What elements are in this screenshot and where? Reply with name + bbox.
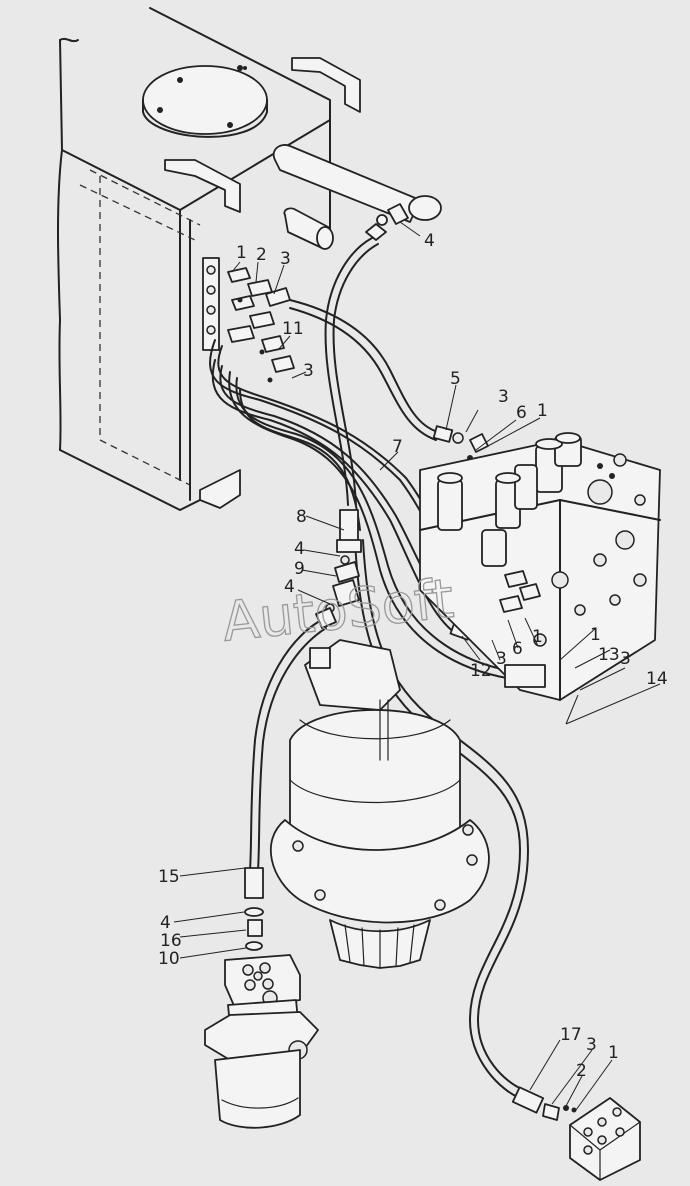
callout-6: 6 [516,403,527,423]
callout-9: 9 [294,559,305,579]
callout-17: 17 [560,1025,582,1045]
callout-1: 1 [537,401,548,421]
bottom-port-block [569,1097,641,1181]
callout-1: 1 [236,243,247,263]
callout-1: 1 [590,625,601,645]
callout-14: 14 [646,669,668,689]
callout-12: 12 [470,661,492,681]
watermark-text: AutoSoft [219,567,456,654]
callout-1: 1 [532,627,543,647]
callout-4: 4 [424,231,435,251]
callout-1: 1 [608,1043,619,1063]
callout-6: 6 [512,639,523,659]
center-swivel-joint [204,954,319,1129]
tank-port-block [202,257,295,383]
callout-4: 4 [294,539,305,559]
callout-3: 3 [498,387,509,407]
callout-8: 8 [296,507,307,527]
callout-3: 3 [496,649,507,669]
callout-2: 2 [576,1061,587,1081]
callout-5: 5 [450,369,461,389]
callout-15: 15 [158,867,180,887]
control-valve [419,432,661,701]
swing-motor [269,639,490,969]
callout-3: 3 [620,649,631,669]
callout-4: 4 [160,913,171,933]
callout-11: 11 [282,319,304,339]
leader-lines [173,221,661,1111]
callout-3: 3 [280,249,291,269]
callout-3: 3 [303,361,314,381]
callout-13: 13 [598,645,620,665]
callout-10: 10 [158,949,180,969]
callout-16: 16 [160,931,182,951]
hydraulic-tank [57,7,442,511]
callout-2: 2 [256,245,267,265]
callout-7: 7 [392,437,403,457]
callout-3: 3 [586,1035,597,1055]
callout-labels: 1 2 3 4 11 3 5 3 6 1 7 8 4 9 4 12 3 6 1 … [158,231,668,1081]
callout-4: 4 [284,577,295,597]
